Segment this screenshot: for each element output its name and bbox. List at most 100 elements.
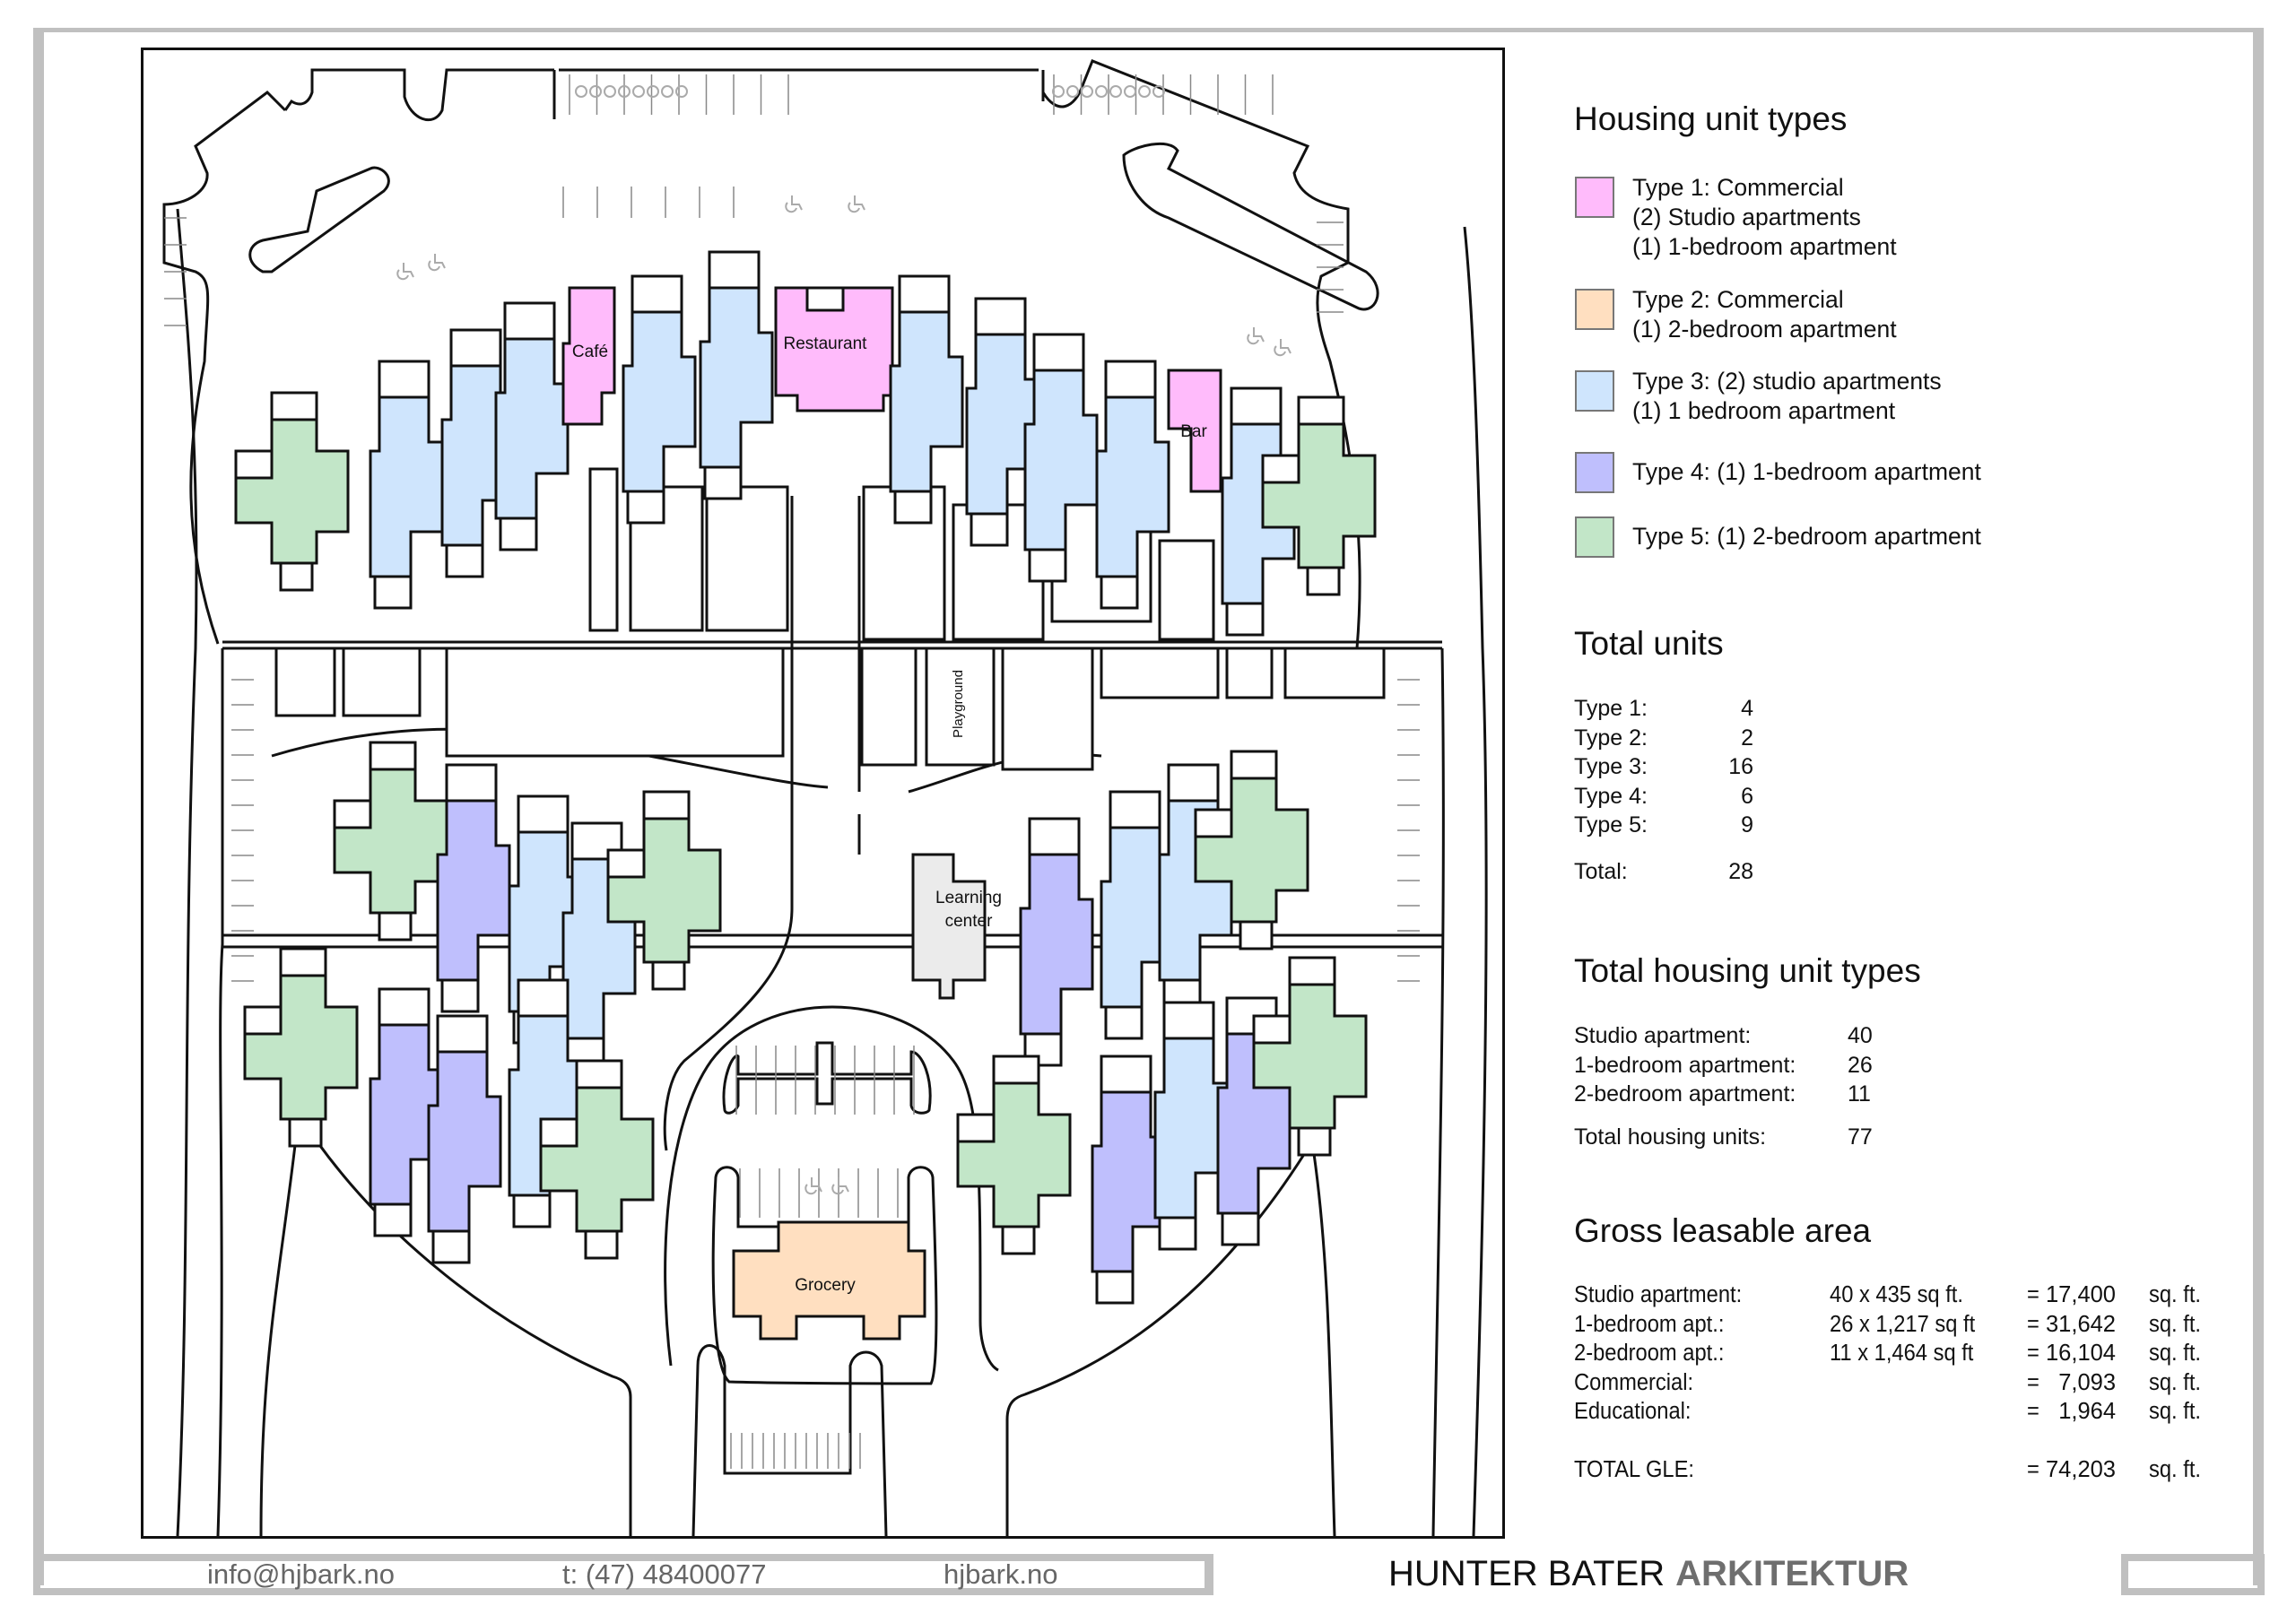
building-annex [992,1055,1040,1085]
legend-swatch-type4 [1575,452,1614,493]
gla-row-eq: = [2027,1282,2039,1307]
building-annex [1095,1270,1135,1305]
legend-text-type4: Type 4: (1) 1-bedroom apartment [1632,457,1981,487]
building-annex [431,1229,471,1264]
building-annex [1104,360,1157,399]
footer-phone[interactable]: t: (47) 48400077 [562,1558,767,1590]
building-annex [445,543,484,578]
ev-charging-parking-icon [675,85,688,98]
building-annex [440,978,480,1013]
building-annex [373,575,413,610]
building-annex [369,741,417,771]
legend-item-type1: Type 1: Commercial (2) Studio apartments… [1574,174,1897,262]
building-annex [270,391,318,421]
city-block [1158,539,1215,641]
housing-types-total-label: Total housing units: [1574,1124,1767,1150]
sheet-frame [33,28,2264,1585]
legend-swatch-type5 [1575,516,1614,558]
ev-charging-parking-icon [618,85,631,98]
total-units-label: Type 3: [1574,754,1648,780]
building-annex [570,821,623,861]
perimeter-road-left-inner [216,648,224,1536]
perimeter-road-right [1463,226,1488,1536]
building-learning-center [911,853,987,1000]
building-annex [378,987,430,1027]
gla-total-unit: sq. ft. [2149,1457,2201,1482]
building-annex [1306,566,1341,596]
label-grocery: Grocery [795,1276,856,1295]
building-annex [1194,808,1233,838]
building-annex [1032,333,1085,372]
gla-total-eq: = [2027,1457,2039,1482]
building-type5 [234,418,350,565]
building-type3 [494,337,570,520]
wheelchair-accessible-icon [1247,327,1265,345]
building-annex [898,274,951,314]
footer-contact-bar: info@hjbark.no t: (47) 48400077 hjbark.n… [33,1554,1213,1595]
site-plan-drawing: Café Restaurant Bar Playground Learning … [162,59,1488,1536]
gla-row-label: 2-bedroom apt.: [1574,1341,1725,1367]
building-annex [373,1202,413,1237]
building-annex [1297,395,1345,426]
building-annex [631,274,683,314]
total-units-total-label: Total: [1574,859,1628,884]
building-annex [1261,454,1300,484]
total-units-label: Type 4: [1574,783,1648,809]
footer-website[interactable]: hjbark.no [944,1558,1058,1590]
ev-charging-parking-icon [604,85,616,98]
building-restaurant-type1 [774,286,894,412]
ev-charging-parking-icon [1138,85,1151,98]
total-units-value: 9 [1741,812,1753,838]
label-restaurant: Restaurant [784,334,868,353]
building-annex [1288,956,1336,986]
perimeter-road-right-inner [1431,647,1445,1536]
legend-text-type3: Type 3: (2) studio apartments (1) 1 bedr… [1632,367,1942,426]
gla-row-unit: sq. ft. [2149,1282,2201,1307]
total-units-value: 6 [1741,783,1753,809]
parking-island-left [248,166,390,273]
label-bar: Bar [1180,422,1207,441]
city-block [1001,647,1094,771]
city-block [342,647,422,717]
gla-row-unit: sq. ft. [2149,1369,2201,1395]
legend-swatch-type3 [1575,370,1614,412]
legend-item-type3: Type 3: (2) studio apartments (1) 1 bedr… [1574,367,1942,426]
city-block [1225,647,1274,699]
legend-item-type5: Type 5: (1) 2-bedroom apartment [1574,516,1981,558]
housing-type-label: 2-bedroom apartment: [1574,1081,1796,1107]
wheelchair-accessible-icon [831,1177,849,1195]
parking-island-right [1122,142,1379,311]
total-units-value: 2 [1741,725,1753,751]
north-parking-top-left [283,68,554,122]
city-block [445,647,785,758]
city-block [925,647,996,767]
housing-type-value: 11 [1848,1081,1871,1107]
gla-title: Gross leasable area [1574,1212,1872,1249]
south-parking [691,1344,888,1536]
grocery-parking-north [722,1041,932,1115]
gla-row-label: Studio apartment: [1574,1282,1743,1307]
building-annex [1100,1055,1152,1094]
ev-charging-parking-icon [1095,85,1108,98]
building-type3 [622,310,697,493]
building-type5 [243,974,359,1121]
ev-charging-parking-icon [1052,85,1065,98]
footer-email[interactable]: info@hjbark.no [207,1558,395,1590]
gla-row-eq: = [2027,1399,2039,1425]
wheelchair-accessible-icon [804,1177,822,1195]
legend-item-type2: Type 2: Commercial (1) 2-bedroom apartme… [1574,286,1897,344]
building-annex [575,1059,623,1089]
building-type4 [427,1050,502,1233]
city-block [274,647,336,717]
building-type3 [369,395,444,578]
building-annex [805,286,845,312]
building-annex [1028,817,1081,856]
building-annex [626,490,665,525]
gla-row-value: 17,400 [2046,1282,2116,1307]
building-annex [449,328,502,368]
building-type3 [1095,395,1170,578]
building-annex [974,297,1027,336]
gla-row-label: 1-bedroom apt.: [1574,1311,1725,1337]
legend-line: (1) 2-bedroom apartment [1632,316,1897,343]
